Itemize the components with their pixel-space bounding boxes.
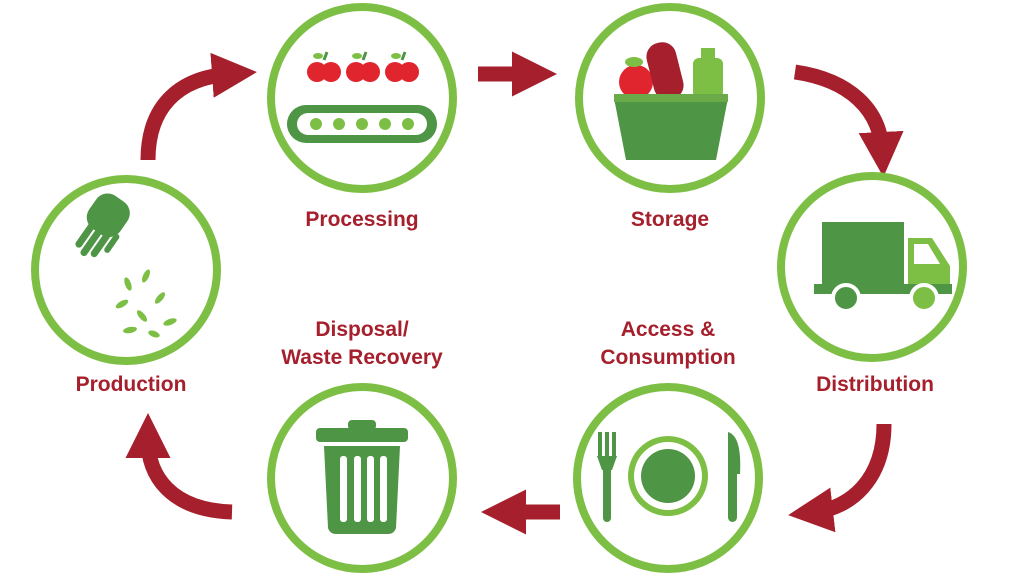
processing-label: Processing xyxy=(305,208,419,231)
arrow-production-to-processing xyxy=(140,52,257,161)
fork-icon xyxy=(597,432,617,522)
disposal-label-line1: Disposal/ xyxy=(315,318,409,341)
production-ring xyxy=(31,175,221,365)
delivery-truck-icon xyxy=(814,222,952,313)
conveyor-apples-icon xyxy=(287,51,437,143)
hand-sowing-seeds-icon xyxy=(75,193,177,338)
plate-fork-knife-icon xyxy=(597,432,741,522)
storage-label: Storage xyxy=(630,208,710,231)
arrow-disposal-to-production xyxy=(125,413,233,520)
cycle-arrows xyxy=(125,51,904,535)
knife-icon xyxy=(728,432,741,522)
consumption-label: Access & Consumption xyxy=(578,316,758,372)
apple-icon xyxy=(346,51,380,82)
apple-icon xyxy=(307,51,341,82)
distribution-label: Distribution xyxy=(816,373,934,396)
apple-icon xyxy=(385,51,419,82)
disposal-label: Disposal/ Waste Recovery xyxy=(262,316,462,372)
disposal-label-line2: Waste Recovery xyxy=(281,346,443,369)
consumption-label-line2: Consumption xyxy=(600,346,736,369)
production-label: Production xyxy=(75,373,187,396)
trash-can-icon xyxy=(316,420,408,534)
arrow-distribution-to-consumption xyxy=(788,423,892,533)
grocery-basket-icon xyxy=(614,42,728,160)
processing-ring xyxy=(267,3,457,193)
arrow-storage-to-distribution xyxy=(793,64,904,177)
consumption-label-line1: Access & xyxy=(620,318,716,341)
